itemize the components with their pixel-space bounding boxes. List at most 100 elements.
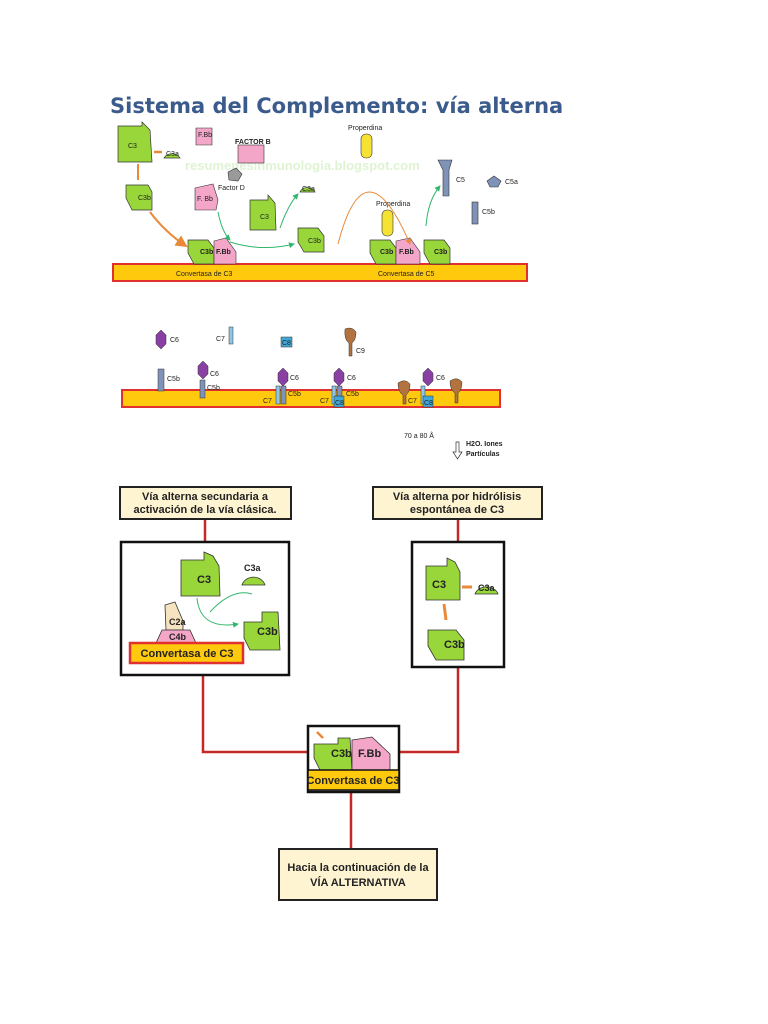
right-c3a-label: C3a: [478, 583, 496, 593]
c5a-label: C5a: [505, 179, 518, 186]
c3b-right-in-c5-convertase: [423, 239, 451, 265]
membrane-2: [121, 389, 501, 408]
final-line1: Hacia la continuación de la: [287, 862, 429, 874]
left-c3b-label: C3b: [257, 626, 278, 638]
c3-molecule-mid: [249, 194, 277, 231]
connector-right-bottom: [399, 667, 460, 754]
c3-label: C3: [128, 143, 137, 150]
c5b-molecule: [471, 201, 479, 225]
c7-step3-label: C7: [263, 398, 272, 405]
c3a-fragment: [163, 153, 181, 159]
factor-d-label: Factor D: [218, 185, 245, 192]
fbb-fragment-small: [195, 127, 213, 146]
c6-step3-label: C6: [290, 375, 299, 382]
h2o-label-line2: Partículas: [466, 451, 500, 458]
convertasa-c3-label: Convertasa de C3: [176, 271, 233, 278]
c9-left-step5: [397, 380, 411, 405]
c5b-step2-label: C5b: [207, 385, 220, 392]
right-c3-label: C3: [432, 579, 446, 591]
c5b-step1-label: C5b: [167, 376, 180, 383]
factor-d-molecule: [227, 167, 243, 182]
c6-step5: [422, 367, 434, 387]
c3a-label: C3a: [166, 151, 179, 158]
c6-step4-label: C6: [347, 375, 356, 382]
properdina-mid-label: Properdina: [376, 201, 410, 208]
properdina-top-label: Properdina: [348, 125, 382, 132]
c3a-fragment-mid: [299, 187, 316, 193]
c5-label: C5: [456, 177, 465, 184]
fbb-molecule-mid: [194, 183, 219, 211]
c6-step2-label: C6: [210, 371, 219, 378]
c3b-molecule-mid: [297, 227, 325, 253]
right-c3b-label: C3b: [444, 639, 465, 651]
complex2-fbb-label: F.Bb: [399, 249, 414, 256]
c5b-step4-label: C5b: [346, 391, 359, 398]
watermark: resumenesinmunologia.blogspot.com: [185, 158, 420, 173]
c7-free: [228, 326, 234, 345]
left-header-box: [119, 486, 292, 520]
center-c3b-label: C3b: [331, 748, 352, 760]
arrow-c3-to-c3a: [279, 193, 299, 229]
left-header-line1: Vía alterna secundaria a: [142, 491, 269, 503]
c9-right-step5: [449, 378, 463, 404]
left-c3a-label: C3a: [244, 563, 262, 573]
c6-step3: [277, 367, 289, 387]
center-c3b-molecule: [313, 737, 353, 771]
center-fbb-label: F.Bb: [358, 748, 382, 760]
right-orange-arrow: [442, 603, 448, 621]
right-header-box: [372, 486, 543, 520]
c8-step5-label: C8: [424, 400, 433, 407]
factor-b-molecule: [237, 144, 265, 164]
c6-free-label: C6: [170, 337, 179, 344]
membrane-1: [112, 263, 528, 282]
c9-free-label: C9: [356, 348, 365, 355]
c7-step5-label: C7: [408, 398, 417, 405]
complex2-c3b-right-label: C3b: [434, 249, 447, 256]
c5a-fragment: [486, 175, 502, 188]
c3-mid-label: C3: [260, 214, 269, 221]
right-header-line1: Vía alterna por hidrólisis: [393, 491, 521, 503]
left-convertasa-label: Convertasa de C3: [141, 648, 234, 660]
complex1-c3b-label: C3b: [200, 249, 213, 256]
c8-step4-label: C8: [335, 400, 344, 407]
c6-step4: [333, 367, 345, 387]
page-title: Sistema del Complemento: vía alterna: [110, 94, 564, 118]
left-c3a-fragment: [241, 576, 266, 586]
panel-c3-c5-convertases: resumenesinmunologia.blogspot.com Conver…: [112, 121, 528, 282]
c5b-step1: [157, 368, 165, 392]
complex1-fbb-label: F.Bb: [216, 249, 231, 256]
fbb-in-c3-convertase: [213, 237, 237, 265]
h2o-label-line1: H2O. Iones: [466, 441, 503, 448]
factor-b-label: FACTOR B: [235, 139, 271, 146]
connector-left-bottom: [201, 675, 308, 754]
right-c3a-fragment: [474, 586, 499, 595]
c3b-molecule-left: [125, 184, 153, 211]
left-c3-molecule: [180, 551, 221, 597]
left-arrow-curve: [196, 597, 239, 628]
c7-free-label: C7: [216, 336, 225, 343]
arrow-factor-d: [217, 211, 231, 241]
c5b-label: C5b: [482, 209, 495, 216]
arrow-properdina-arc: [337, 191, 411, 245]
c3b-mid-label: C3b: [308, 238, 321, 245]
properdina-molecule-top: [360, 133, 373, 159]
right-c3-molecule: [425, 557, 461, 601]
left-header-line2: activación de la vía clásica.: [133, 504, 276, 516]
arrow-convertase-to-c3b: [229, 241, 295, 249]
arrow-c5-to-c5b: [425, 185, 441, 227]
left-c4b-label: C4b: [169, 632, 187, 642]
c5b-step2: [199, 379, 206, 399]
down-arrow-icon: [452, 441, 463, 460]
complex2-c3b-label: C3b: [380, 249, 393, 256]
left-arrow-to-c3a: [209, 592, 253, 613]
c8-free-label: C8: [282, 340, 291, 347]
right-header-line2: espontánea de C3: [410, 504, 504, 516]
c5b-step3: [280, 385, 287, 405]
c6-step5-label: C6: [436, 375, 445, 382]
right-c3b-molecule: [427, 629, 465, 661]
c3-molecule: [117, 121, 153, 163]
left-c3b-molecule: [243, 611, 281, 651]
c5b-step4: [336, 385, 343, 397]
arrow-c3b-to-complex: [149, 211, 188, 248]
